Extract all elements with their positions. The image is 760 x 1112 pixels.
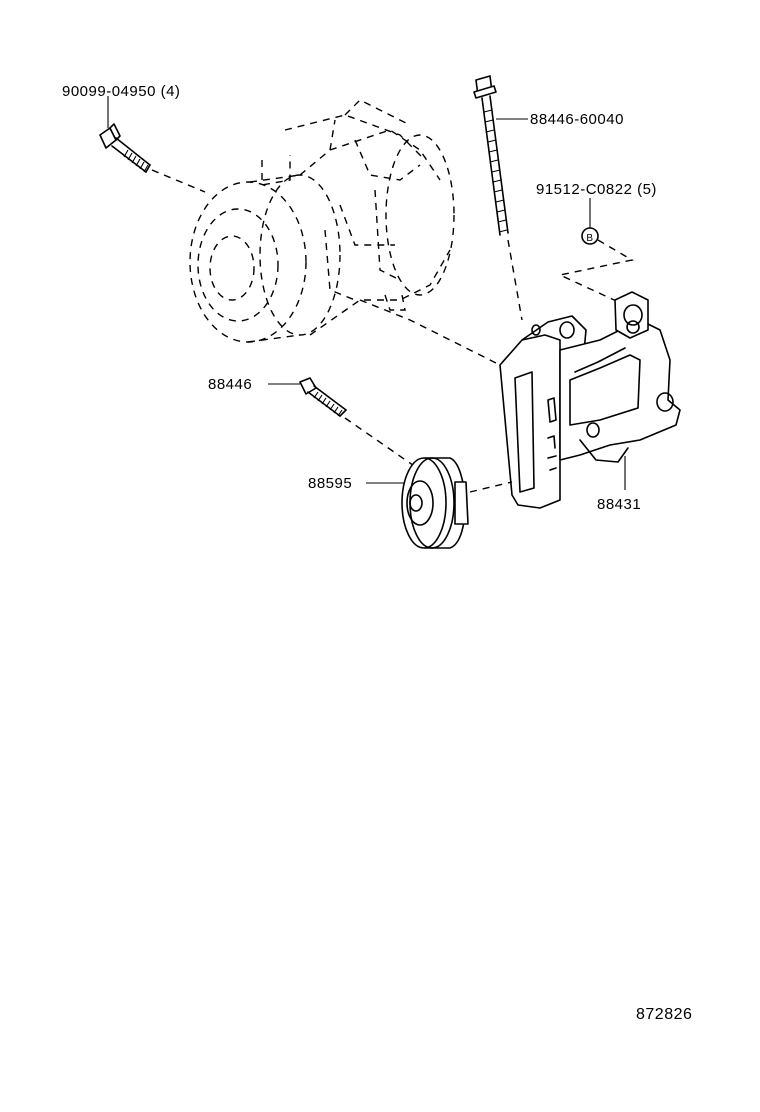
figure-number: 872826: [636, 1006, 692, 1023]
label-88431: 88431: [597, 496, 641, 513]
idler-pulley-icon: [401, 457, 469, 549]
idler-bolt-leader: [344, 417, 421, 471]
idler-pulley-leader: [469, 481, 513, 493]
label-90099-04950: 90099-04950 (4): [62, 83, 180, 100]
bolt-90099-leader: [151, 169, 206, 193]
long-bolt-icon: [473, 75, 509, 236]
label-88446: 88446: [208, 376, 252, 393]
bolt-90099-icon: [99, 123, 151, 173]
ac-compressor: [189, 99, 455, 343]
label-88446-60040: 88446-60040: [530, 111, 624, 128]
bracket-88431: [499, 291, 681, 509]
label-91512-c0822: 91512-C0822 (5): [536, 181, 657, 198]
nut-marker-icon: B: [581, 227, 599, 245]
svg-text:B: B: [586, 233, 593, 244]
idler-bolt-icon: [299, 377, 347, 417]
long-bolt-leader: [507, 239, 523, 321]
nut-leader: [557, 239, 634, 306]
label-88595: 88595: [308, 475, 352, 492]
compressor-bracket-leader: [359, 299, 501, 366]
